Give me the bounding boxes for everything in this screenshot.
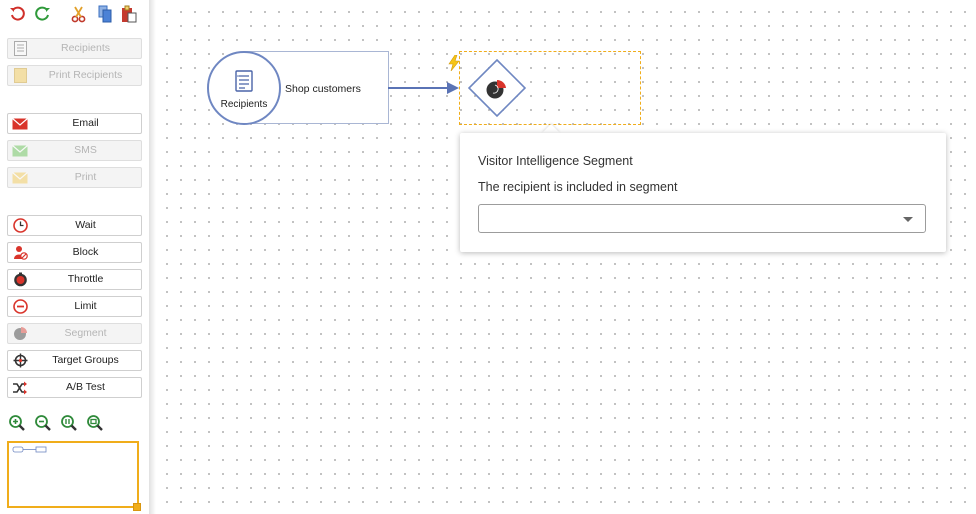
palette-wait-label: Wait <box>75 219 96 231</box>
lightning-bolt-icon <box>448 54 460 76</box>
zoom-in-icon[interactable] <box>8 414 26 432</box>
palette-recipients-button[interactable]: Recipients <box>7 38 142 59</box>
recipients-node-name: Shop customers <box>285 83 361 95</box>
sidebar: Recipients Print Recipients Email SMS Pr… <box>0 0 150 514</box>
block-person-icon <box>12 245 28 260</box>
recipients-list-icon <box>12 41 28 56</box>
popup-description: The recipient is included in segment <box>478 180 678 194</box>
popup-pointer <box>542 124 560 133</box>
popup-title: Visitor Intelligence Segment <box>478 154 633 168</box>
palette-sms-button[interactable]: SMS <box>7 140 142 161</box>
email-envelope-icon <box>12 116 28 131</box>
segment-select-dropdown[interactable] <box>478 204 926 233</box>
minus-circle-icon <box>12 299 28 314</box>
scissors-icon[interactable] <box>70 4 88 24</box>
palette-segment-label: Segment <box>64 327 107 339</box>
palette-print-recipients-button[interactable]: Print Recipients <box>7 65 142 86</box>
palette-throttle-label: Throttle <box>67 273 104 285</box>
palette-print-button[interactable]: Print <box>7 167 142 188</box>
palette-email-label: Email <box>72 117 99 129</box>
segment-pie-icon <box>12 326 28 341</box>
shuffle-icon <box>12 380 28 395</box>
segment-config-popup: Visitor Intelligence Segment The recipie… <box>460 133 946 252</box>
clock-icon <box>12 218 28 233</box>
undo-icon[interactable] <box>8 4 26 24</box>
palette-email-button[interactable]: Email <box>7 113 142 134</box>
palette-limit-button[interactable]: Limit <box>7 296 142 317</box>
print-recipients-icon <box>12 68 28 83</box>
minimap[interactable] <box>7 441 139 508</box>
zoom-out-icon[interactable] <box>34 414 52 432</box>
palette-print-recipients-label: Print Recipients <box>48 69 123 81</box>
crosshair-icon <box>12 353 28 368</box>
minimap-preview <box>12 446 47 453</box>
segment-pie-icon <box>486 79 506 99</box>
node-connector-arrow[interactable] <box>387 80 462 96</box>
palette-print-label: Print <box>74 171 97 183</box>
print-envelope-icon <box>12 170 28 185</box>
palette-block-button[interactable]: Block <box>7 242 142 263</box>
recipients-list-icon <box>233 70 255 97</box>
sidebar-shadow <box>150 0 156 514</box>
palette-limit-label: Limit <box>74 300 97 312</box>
minimap-resize-handle[interactable] <box>133 503 141 511</box>
palette-throttle-button[interactable]: Throttle <box>7 269 142 290</box>
zoom-fit-icon[interactable] <box>86 414 104 432</box>
palette-sms-label: SMS <box>74 144 97 156</box>
redo-icon[interactable] <box>34 4 52 24</box>
paste-icon[interactable] <box>120 4 138 24</box>
palette-segment-button[interactable]: Segment <box>7 323 142 344</box>
palette-ab-test-button[interactable]: A/B Test <box>7 377 142 398</box>
sms-envelope-icon <box>12 143 28 158</box>
copy-icon[interactable] <box>96 4 114 24</box>
stopwatch-icon <box>12 272 28 287</box>
palette-recipients-label: Recipients <box>60 42 111 54</box>
recipients-node-label: Recipients <box>220 99 268 110</box>
chevron-down-icon <box>903 217 913 222</box>
palette-target-groups-button[interactable]: Target Groups <box>7 350 142 371</box>
segment-node[interactable] <box>468 59 526 117</box>
zoom-reset-icon[interactable] <box>60 414 78 432</box>
palette-target-groups-label: Target Groups <box>52 354 119 366</box>
palette-wait-button[interactable]: Wait <box>7 215 142 236</box>
palette-block-label: Block <box>72 246 99 258</box>
palette-ab-test-label: A/B Test <box>66 381 105 393</box>
